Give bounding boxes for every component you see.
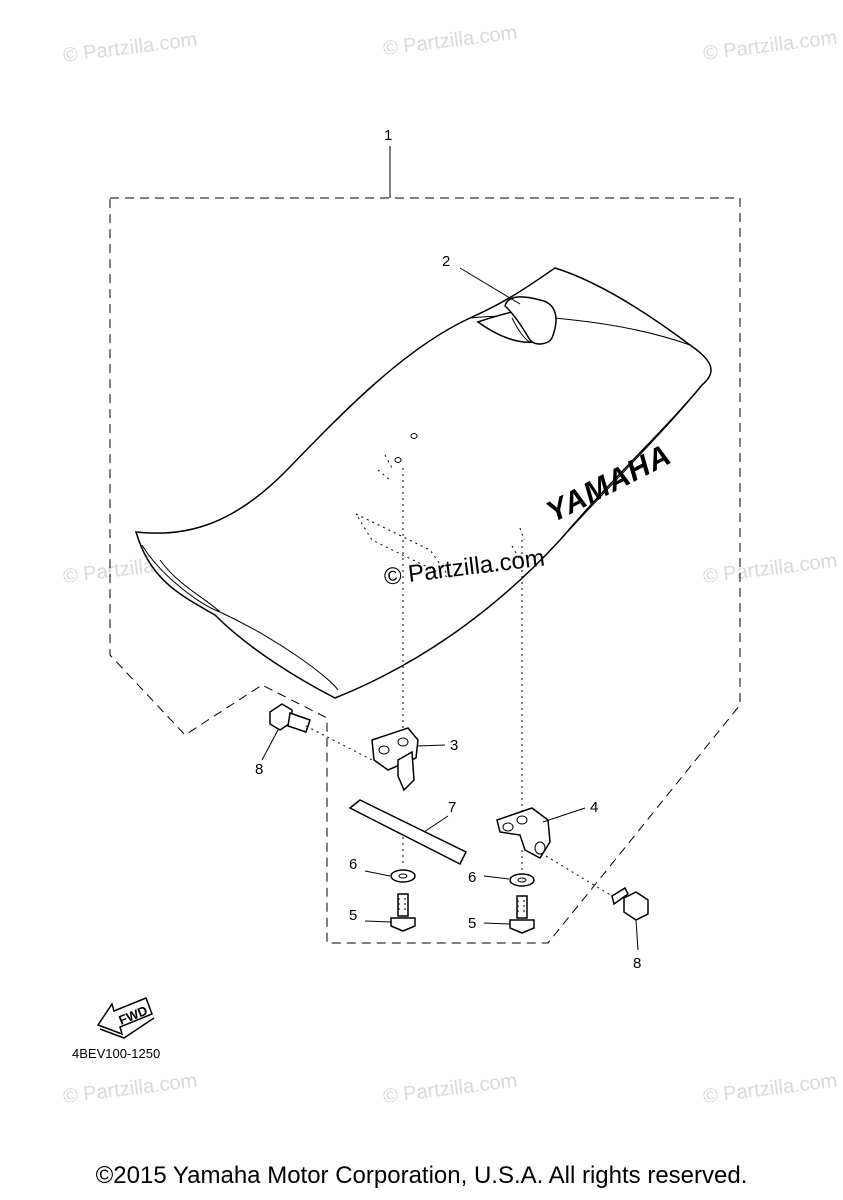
seat-rear-seam <box>559 389 699 541</box>
callout-8-left-leader <box>261 729 279 761</box>
assembly-boundary <box>109 197 741 944</box>
part-4-bracket <box>496 807 551 859</box>
part-8-bolt-right <box>611 886 649 921</box>
bracket-4-body <box>496 807 551 859</box>
fwd-arrow-icon: FWD <box>96 997 155 1039</box>
bolt-thread <box>398 898 408 910</box>
callout-3-leader <box>416 744 446 747</box>
callout-5-right: 5 <box>468 915 476 932</box>
part-5-bolt-left <box>390 893 416 932</box>
callout-4: 4 <box>590 799 598 816</box>
callout-7: 7 <box>448 799 456 816</box>
bolt-thread <box>517 900 527 912</box>
bracket-4-slot <box>534 841 546 855</box>
seat-hidden-plate <box>354 512 451 579</box>
alignment-line-bolt-right <box>545 855 613 897</box>
callout-5-left-leader <box>364 920 392 923</box>
callout-1: 1 <box>384 127 392 144</box>
strap-loop <box>504 296 557 345</box>
callout-4-leader <box>542 807 586 823</box>
callout-6-right: 6 <box>468 869 476 886</box>
callout-8-right-leader <box>635 919 639 951</box>
callout-2-leader <box>459 267 521 305</box>
part-2-strap <box>476 296 557 345</box>
bracket-3-hole <box>378 745 390 755</box>
strap-inner <box>511 317 531 343</box>
bracket-3-tab <box>397 750 415 792</box>
watermark: © Partzilla.com <box>62 29 198 67</box>
washer-hole <box>517 877 527 883</box>
callout-2: 2 <box>442 253 450 270</box>
callout-5-right-leader <box>483 922 511 925</box>
seat-hole <box>394 457 402 463</box>
watermark: © Partzilla.com <box>702 27 838 65</box>
watermark: © Partzilla.com <box>702 550 838 588</box>
part-6-washer-left <box>390 869 416 883</box>
seat-hole <box>410 433 418 439</box>
seat-lower-edge <box>219 611 339 691</box>
callout-6-left: 6 <box>349 856 357 873</box>
bracket-3-hole <box>397 737 409 747</box>
washer-hole <box>398 873 408 879</box>
part-3-bracket <box>371 727 419 792</box>
part-6-washer-right <box>509 873 535 887</box>
flange-bolt-shank <box>611 886 629 906</box>
watermark: © Partzilla.com <box>702 1070 838 1108</box>
callout-3: 3 <box>450 737 458 754</box>
bolt-shank <box>397 893 409 917</box>
bracket-4-hole <box>516 815 528 825</box>
watermark: © Partzilla.com <box>382 22 518 60</box>
callout-7-leader <box>423 815 449 833</box>
diagram-reference-code: 4BEV100-1250 <box>72 1046 160 1061</box>
bolt-head <box>509 919 535 934</box>
seat-underside-edge <box>141 544 221 613</box>
callout-8-right: 8 <box>633 955 641 972</box>
watermark: © Partzilla.com <box>62 1070 198 1108</box>
watermark: © Partzilla.com <box>382 1070 518 1108</box>
seat-body: YAMAHA <box>134 267 712 699</box>
callout-8-left: 8 <box>255 761 263 778</box>
part-5-bolt-right <box>509 895 535 934</box>
bracket-4-hole <box>502 822 514 832</box>
callout-6-right-leader <box>483 875 510 880</box>
seat-outline <box>134 267 712 699</box>
part-7-pad <box>348 799 468 866</box>
seat-side-seam <box>469 315 691 346</box>
part-8-bolt-left <box>269 703 311 733</box>
copyright-footer: ©2015 Yamaha Motor Corporation, U.S.A. A… <box>95 1162 748 1189</box>
bolt-shank <box>516 895 528 919</box>
flange-bolt-head <box>623 891 649 921</box>
callout-6-left-leader <box>364 870 391 877</box>
seat-hidden-detail <box>377 454 393 481</box>
flange-bolt-shank <box>287 711 311 733</box>
alignment-line-bolt-left <box>305 725 373 761</box>
callout-5-left: 5 <box>349 907 357 924</box>
bolt-head <box>390 917 416 932</box>
seat-hidden-detail <box>511 527 525 561</box>
